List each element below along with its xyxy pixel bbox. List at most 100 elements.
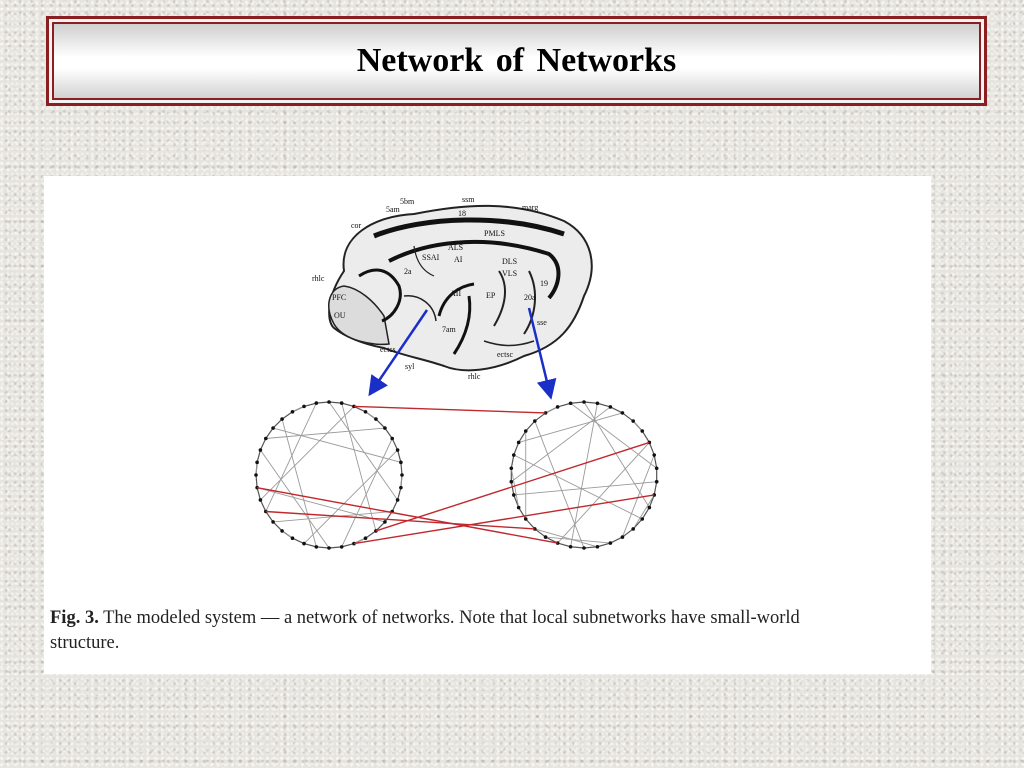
left-network-node — [395, 448, 400, 452]
label-dls: DLS — [502, 257, 517, 266]
inter-network-link — [256, 486, 558, 544]
left-ring-edge — [384, 427, 393, 439]
label-20a: 20a — [524, 293, 536, 302]
title-banner: Network of Networks — [52, 22, 981, 100]
left-network-node — [363, 409, 368, 414]
right-network-node — [654, 466, 659, 471]
right-ring-edge — [513, 442, 520, 456]
left-ring-edge — [391, 438, 399, 451]
left-ring-edge — [397, 449, 402, 463]
right-network-node — [620, 535, 625, 539]
left-ring-edge — [303, 402, 317, 407]
left-shortcut-edge — [265, 402, 317, 512]
right-shortcut-edge — [545, 406, 558, 414]
left-shortcut-edge — [272, 427, 402, 463]
left-network-node — [339, 545, 344, 549]
right-ring-edge — [583, 546, 598, 549]
left-network-node — [363, 536, 368, 541]
brain-sulcus-5 — [452, 295, 472, 355]
left-network-node — [314, 545, 319, 549]
label-ssai: SSAI — [422, 253, 440, 262]
left-network-node — [327, 546, 331, 550]
left-network-node — [400, 473, 404, 477]
right-network-node — [654, 479, 659, 484]
left-network-node — [339, 401, 344, 405]
right-shortcut-edge — [557, 442, 650, 544]
right-network-node — [620, 411, 625, 415]
label-2a: 2a — [404, 267, 412, 276]
right-shortcut-edge — [513, 454, 643, 520]
right-ring-edge — [525, 420, 536, 432]
left-shortcut-edge — [400, 474, 403, 488]
left-shortcut-edge — [303, 449, 398, 544]
right-shortcut-edge — [513, 481, 657, 496]
right-network-node — [511, 493, 516, 497]
left-network-node — [302, 404, 306, 409]
right-ring-edge — [641, 430, 650, 443]
left-ring-edge — [265, 427, 274, 439]
right-shortcut-edge — [632, 420, 643, 432]
brain-sulcus-10 — [413, 245, 435, 277]
left-network-node — [390, 436, 395, 441]
caption-text: The modeled system — a network of networ… — [50, 608, 800, 653]
brain-sulcus-2 — [388, 239, 561, 300]
left-network-node — [280, 529, 284, 533]
left-ring-edge — [259, 438, 267, 451]
left-network-node — [399, 485, 403, 490]
right-ring-edge — [518, 430, 527, 443]
right-network-node — [582, 400, 586, 404]
label-ou: OU — [334, 311, 346, 320]
left-ring-edge — [272, 418, 283, 429]
right-network-node — [523, 429, 528, 433]
left-ring-edge — [391, 499, 399, 512]
left-ring-edge — [328, 546, 342, 549]
left-ring-edge — [365, 530, 377, 539]
right-network-node — [568, 544, 573, 549]
figure-diagram: cor 5am 5bm ssm marg rhlc PFC OU PMLS AL… — [254, 195, 659, 550]
brain-sulcus-4 — [437, 282, 475, 317]
arrow-left — [368, 309, 429, 397]
right-shortcut-edge — [545, 536, 611, 544]
left-network-node — [258, 448, 263, 452]
brain-sulcus-7 — [523, 270, 536, 335]
inter-network-link — [265, 510, 535, 530]
slide-title: Network of Networks — [356, 42, 677, 79]
left-ring-edge — [375, 418, 386, 429]
left-network-node — [254, 473, 258, 477]
left-network-node — [395, 498, 400, 502]
left-ring-edge — [259, 499, 267, 512]
label-ai: AI — [454, 255, 463, 264]
right-network-node — [631, 527, 635, 531]
left-network-node — [263, 436, 268, 441]
left-network-node — [352, 541, 356, 546]
left-ring-edge — [256, 487, 261, 501]
label-18: 18 — [458, 209, 466, 218]
left-ring-edge — [397, 487, 402, 501]
right-ring-edge — [570, 546, 585, 549]
left-network-node — [374, 417, 378, 421]
brain-sulcus-8 — [403, 295, 437, 322]
left-network-node — [290, 409, 295, 414]
right-network-node — [509, 466, 514, 471]
right-shortcut-edge — [570, 402, 657, 469]
right-ring-edge — [648, 442, 655, 456]
inter-network-link — [353, 494, 655, 545]
right-network-node — [608, 541, 613, 545]
right-ring-edge — [610, 406, 623, 414]
right-shortcut-edge — [518, 412, 623, 443]
right-ring-edge — [622, 528, 634, 538]
right-network-node — [516, 505, 521, 510]
left-shortcut-edge — [365, 411, 377, 420]
label-19: 19 — [540, 279, 548, 288]
left-shortcut-edge — [265, 427, 385, 439]
brain-sulcus-3 — [358, 268, 402, 323]
left-ring-edge — [316, 546, 330, 549]
left-network-node — [271, 520, 275, 524]
left-shortcut-edge — [260, 449, 330, 549]
right-ring-edge — [510, 481, 515, 496]
right-ring-edge — [557, 402, 571, 408]
brain-sulcus-1 — [373, 217, 565, 239]
networks-group — [254, 400, 659, 550]
right-network-node — [582, 546, 586, 550]
right-ring-edge — [534, 528, 546, 538]
